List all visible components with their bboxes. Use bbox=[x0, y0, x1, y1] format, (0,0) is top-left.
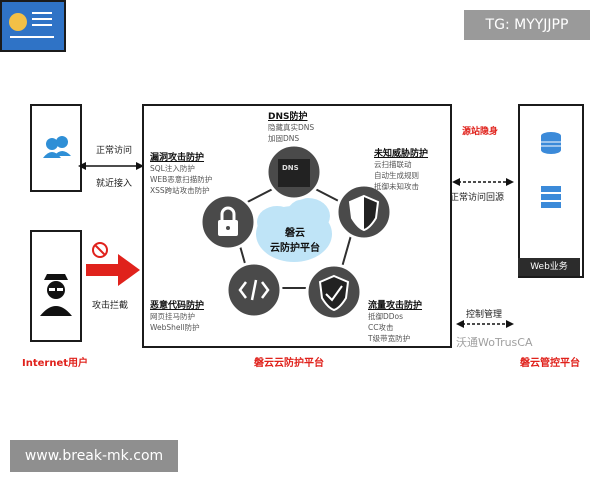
dns-item: 隐藏真实DNS bbox=[268, 123, 315, 132]
web-service-label: Web业务 bbox=[518, 258, 580, 276]
dns-item: 加固DNS bbox=[268, 134, 300, 143]
vuln-protection-title: 漏洞攻击防护 bbox=[150, 153, 205, 163]
lock-icon bbox=[218, 206, 238, 236]
shield-check-icon bbox=[318, 274, 350, 312]
unknown-item: 自动生成规则 bbox=[374, 171, 419, 180]
malware-item: 网页挂马防护 bbox=[150, 312, 195, 321]
malware-item: WebShell防护 bbox=[150, 323, 200, 332]
source-hide-label: 源站隐身 bbox=[462, 127, 499, 137]
users-icon bbox=[43, 136, 71, 158]
vuln-item: SQL注入防护 bbox=[150, 164, 195, 173]
internet-user-box bbox=[30, 104, 82, 192]
control-platform-box bbox=[0, 0, 66, 52]
unknown-item: 抵御未知攻击 bbox=[374, 182, 419, 191]
cloud-icon bbox=[256, 198, 332, 262]
platform-label: 磐云云防护平台 bbox=[254, 358, 324, 369]
attack-block-label: 攻击拦截 bbox=[92, 301, 129, 311]
bottom-watermark: www.break-mk.com bbox=[10, 440, 178, 472]
control-label: 控制管理 bbox=[466, 310, 503, 320]
unknown-item: 云扫描联动 bbox=[374, 160, 412, 169]
shield-icon bbox=[348, 194, 380, 232]
overlay-watermark: 沃通WoTrusCA bbox=[456, 336, 533, 349]
malware-protection-title: 恶意代码防护 bbox=[150, 301, 205, 311]
hacker-icon bbox=[40, 274, 72, 316]
arrow-right-icon bbox=[86, 254, 140, 286]
right-arrows bbox=[452, 178, 514, 328]
left-arrows bbox=[78, 162, 144, 286]
web-server-icons bbox=[541, 132, 561, 208]
no-entry-icon bbox=[92, 242, 108, 258]
vuln-item: WEB恶意扫描防护 bbox=[150, 175, 213, 184]
top-badge: TG: MYYJJPP bbox=[464, 10, 590, 40]
flood-item: T级带宽防护 bbox=[368, 334, 411, 343]
normal-back-label: 正常访问回源 bbox=[450, 193, 505, 203]
pentagon-diagram bbox=[199, 143, 393, 321]
vuln-item: XSS跨站攻击防护 bbox=[150, 186, 210, 195]
dns-server-icon bbox=[278, 159, 310, 187]
code-icon bbox=[238, 279, 270, 301]
flood-item: CC攻击 bbox=[368, 323, 394, 332]
flood-item: 抵御DDos bbox=[368, 312, 404, 321]
web-service-box bbox=[518, 104, 584, 278]
control-platform-chart bbox=[9, 12, 54, 38]
center-title-line2: 云防护平台 bbox=[270, 243, 320, 254]
internet-user-label: Internet用户 bbox=[22, 358, 89, 369]
nearby-access-label: 就近接入 bbox=[96, 179, 133, 189]
center-title-line1: 磐云 bbox=[285, 228, 305, 239]
control-platform-label: 磐云管控平台 bbox=[520, 358, 580, 369]
server-icon bbox=[541, 186, 561, 208]
unknown-threat-title: 未知威胁防护 bbox=[374, 149, 429, 159]
attacker-box bbox=[30, 230, 82, 342]
dns-icon-label: DNS bbox=[282, 164, 299, 172]
normal-access-label: 正常访问 bbox=[96, 146, 133, 156]
flood-protection-title: 流量攻击防护 bbox=[368, 301, 423, 311]
dns-protection-title: DNS防护 bbox=[268, 112, 308, 122]
database-icon bbox=[541, 132, 561, 154]
